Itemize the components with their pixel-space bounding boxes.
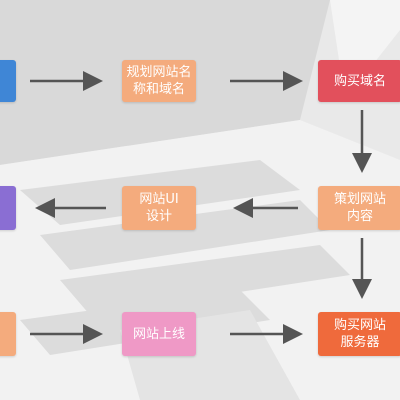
step-design-ui-label: 网站UI 设计	[139, 192, 179, 224]
offscreen-step-box-1	[0, 60, 16, 102]
step-buy-domain-label: 购买域名	[333, 73, 386, 89]
step-buy-server-label: 购买网站 服务器	[333, 318, 386, 350]
step-buy-server-box: 购买网站 服务器	[318, 312, 400, 356]
step-go-online-box: 网站上线	[122, 312, 196, 356]
step-go-online-label: 网站上线	[132, 326, 185, 342]
step-plan-content-box: 策划网站 内容	[318, 186, 400, 230]
step-design-ui-box: 网站UI 设计	[122, 186, 196, 230]
step-buy-domain-box: 购买域名	[318, 60, 400, 102]
step-plan-name-label: 规划网站名 称和域名	[126, 65, 192, 97]
offscreen-step-box-3	[0, 312, 16, 356]
step-plan-content-label: 策划网站 内容	[333, 192, 386, 224]
offscreen-step-box-2	[0, 186, 16, 230]
step-plan-name-box: 规划网站名 称和域名	[122, 60, 196, 102]
